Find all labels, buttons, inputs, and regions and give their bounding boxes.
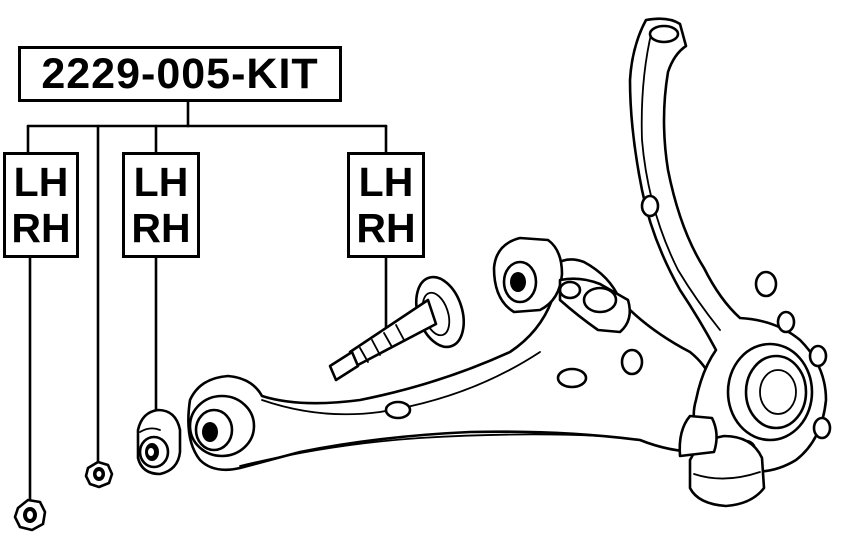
nut-small-icon bbox=[13, 498, 47, 532]
nut-washer-icon bbox=[84, 460, 114, 489]
leader-lines bbox=[26, 100, 388, 504]
eccentric-washer-icon bbox=[136, 408, 182, 476]
side-label-rh: RH bbox=[131, 205, 191, 251]
side-label-rh: RH bbox=[11, 205, 71, 251]
side-label-lh: LH bbox=[13, 159, 69, 205]
ball-joint-icon bbox=[678, 414, 766, 508]
kit-part-number: 2229-005-KIT bbox=[41, 49, 319, 98]
side-label-box-3: LH RH bbox=[347, 152, 425, 258]
side-label-lh: LH bbox=[358, 159, 414, 205]
side-label-rh: RH bbox=[356, 205, 416, 251]
steering-knuckle-icon bbox=[628, 17, 832, 473]
kit-part-number-label: 2229-005-KIT bbox=[18, 46, 342, 102]
rear-bushing-icon bbox=[492, 236, 632, 334]
side-label-box-1: LH RH bbox=[3, 152, 79, 258]
side-label-box-2: LH RH bbox=[122, 152, 200, 258]
side-label-lh: LH bbox=[133, 159, 189, 205]
eccentric-bolt-icon bbox=[328, 275, 465, 382]
